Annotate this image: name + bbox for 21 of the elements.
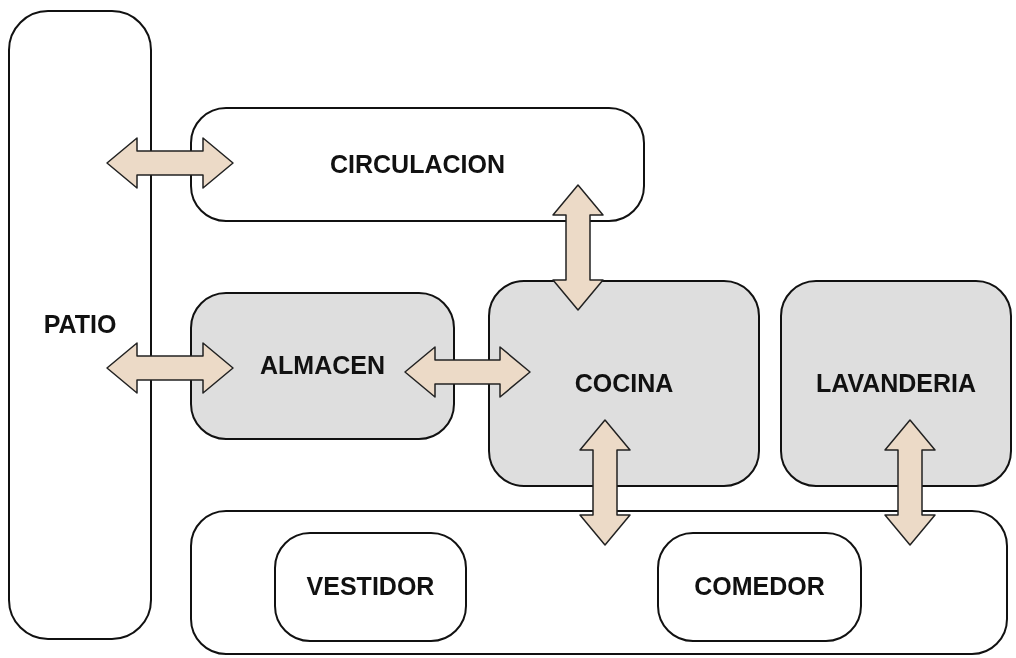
room-label: LAVANDERIA bbox=[815, 367, 977, 399]
room-box bbox=[274, 532, 467, 642]
double-arrow bbox=[884, 419, 936, 546]
room-label: PATIO bbox=[43, 309, 117, 341]
room-box bbox=[488, 280, 760, 487]
double-arrow bbox=[552, 184, 604, 311]
room-label: CIRCULACION bbox=[330, 148, 505, 180]
room-label: COCINA bbox=[574, 367, 674, 399]
room-label: COMEDOR bbox=[694, 571, 825, 603]
room-box bbox=[190, 107, 645, 222]
room-box bbox=[190, 292, 455, 440]
room-label: ALMACEN bbox=[260, 350, 385, 382]
double-arrow bbox=[579, 419, 631, 546]
room-label: VESTIDOR bbox=[306, 571, 435, 603]
room-box bbox=[657, 532, 862, 642]
room-box bbox=[8, 10, 152, 640]
double-arrow bbox=[106, 137, 234, 189]
double-arrow bbox=[106, 342, 234, 394]
room-box bbox=[780, 280, 1012, 487]
double-arrow bbox=[404, 346, 531, 398]
area-box bbox=[190, 510, 1008, 655]
